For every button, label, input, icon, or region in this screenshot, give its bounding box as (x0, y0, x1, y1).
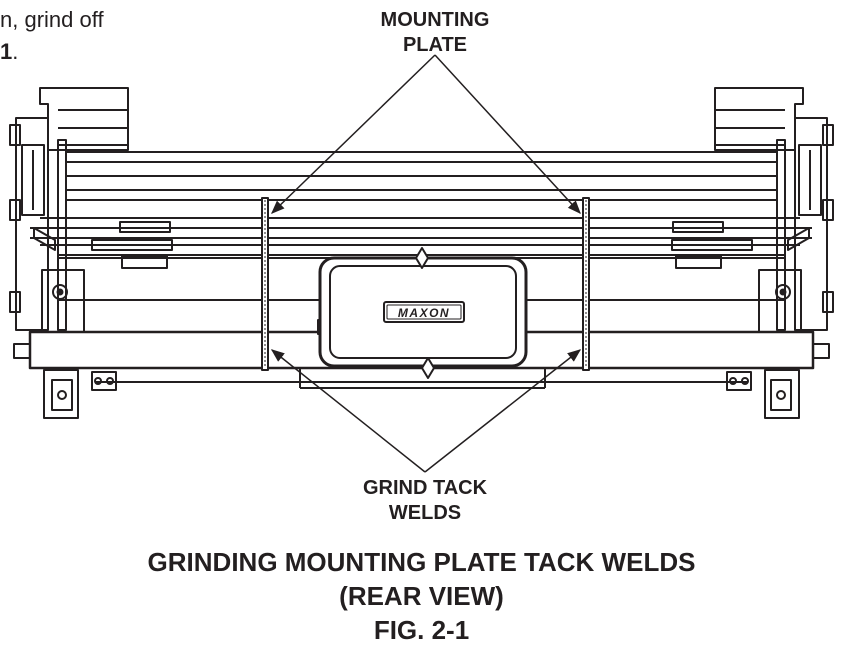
figure-view-label: (REAR VIEW) (339, 581, 504, 611)
center-logo-plate (318, 247, 528, 379)
callout-grind-tack-welds-line-1: GRIND TACK (362, 477, 488, 499)
instruction-line-2: 1. (0, 39, 19, 64)
maxon-logo: MAXON (398, 306, 450, 320)
platform-rails (30, 151, 812, 246)
figure-number: FIG. 2-1 (373, 615, 470, 645)
callout-grind-tack-welds: GRIND TACK WELDS (320, 476, 530, 526)
rail-blocks (91, 221, 753, 269)
figure-ref: 1 (0, 39, 13, 64)
callout-mounting-plate-line-2: PLATE (402, 34, 468, 56)
grind-tack-welds-leaders (270, 349, 582, 473)
left-end-assembly (9, 87, 129, 419)
mounting-plate-leaders (271, 54, 581, 214)
callout-mounting-plate: MOUNTING PLATE (330, 8, 540, 58)
instruction-text: n, grind off 1. (0, 4, 104, 68)
mounting-plate-left (261, 197, 269, 371)
figure-title: GRINDING MOUNTING PLATE TACK WELDS (147, 547, 696, 577)
instruction-line-1: n, grind off (0, 7, 104, 32)
callout-grind-tack-welds-line-2: WELDS (388, 502, 462, 524)
callout-mounting-plate-line-1: MOUNTING (380, 9, 490, 31)
right-end-assembly (714, 87, 834, 419)
mounting-plate-right (582, 197, 590, 371)
